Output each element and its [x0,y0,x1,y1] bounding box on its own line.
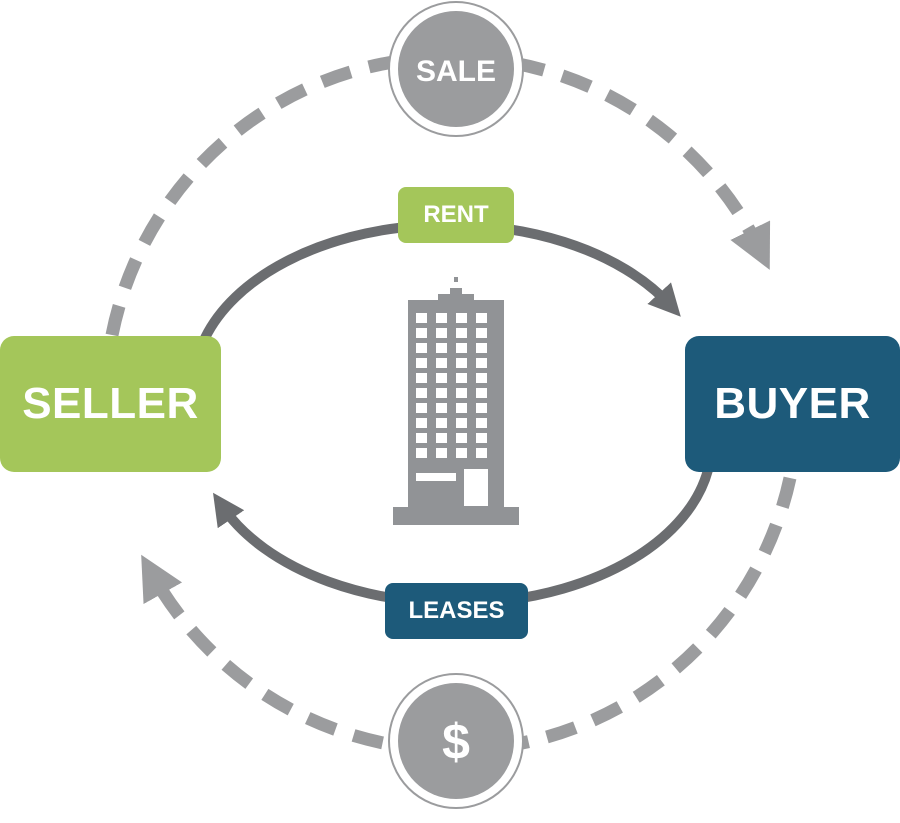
building-window [456,433,467,443]
building-window [436,388,447,398]
seller-label: SELLER [22,379,199,428]
building-window [456,358,467,368]
building-window [476,358,487,368]
leases-tag: LEASES [385,583,528,639]
rent-tag: RENT [398,187,514,243]
building-window [476,388,487,398]
building-window [456,418,467,428]
building-window [416,433,427,443]
building-window [436,418,447,428]
building-window [476,328,487,338]
building-window [456,388,467,398]
building-window [416,343,427,353]
rent-label: RENT [423,201,489,228]
building-window [476,448,487,458]
buyer-box: BUYER [685,336,900,472]
building-window [416,373,427,383]
building-window [416,328,427,338]
building-window [436,313,447,323]
building-window [476,313,487,323]
building-window [436,448,447,458]
building-window [456,343,467,353]
building-window [456,448,467,458]
sale-label: SALE [416,55,496,88]
building-window [416,388,427,398]
building-window [416,358,427,368]
money-label: $ [442,714,470,770]
building-window [436,358,447,368]
building-window [416,313,427,323]
building-window [456,328,467,338]
money-node: $ [388,673,524,809]
building-window [456,403,467,413]
seller-box: SELLER [0,336,221,472]
building-window [416,418,427,428]
building-window [436,433,447,443]
building-window [476,403,487,413]
building-window [476,373,487,383]
building-window [436,343,447,353]
building-window [456,373,467,383]
sale-node: SALE [388,1,524,137]
building-window [456,313,467,323]
buyer-label: BUYER [714,379,871,428]
leases-label: LEASES [408,597,505,624]
building-window [436,403,447,413]
building-window [476,343,487,353]
office-building-icon [393,277,519,525]
building-window [436,328,447,338]
building-window [476,433,487,443]
building-window [416,448,427,458]
building-window [436,373,447,383]
building-window [476,418,487,428]
building-window [416,403,427,413]
